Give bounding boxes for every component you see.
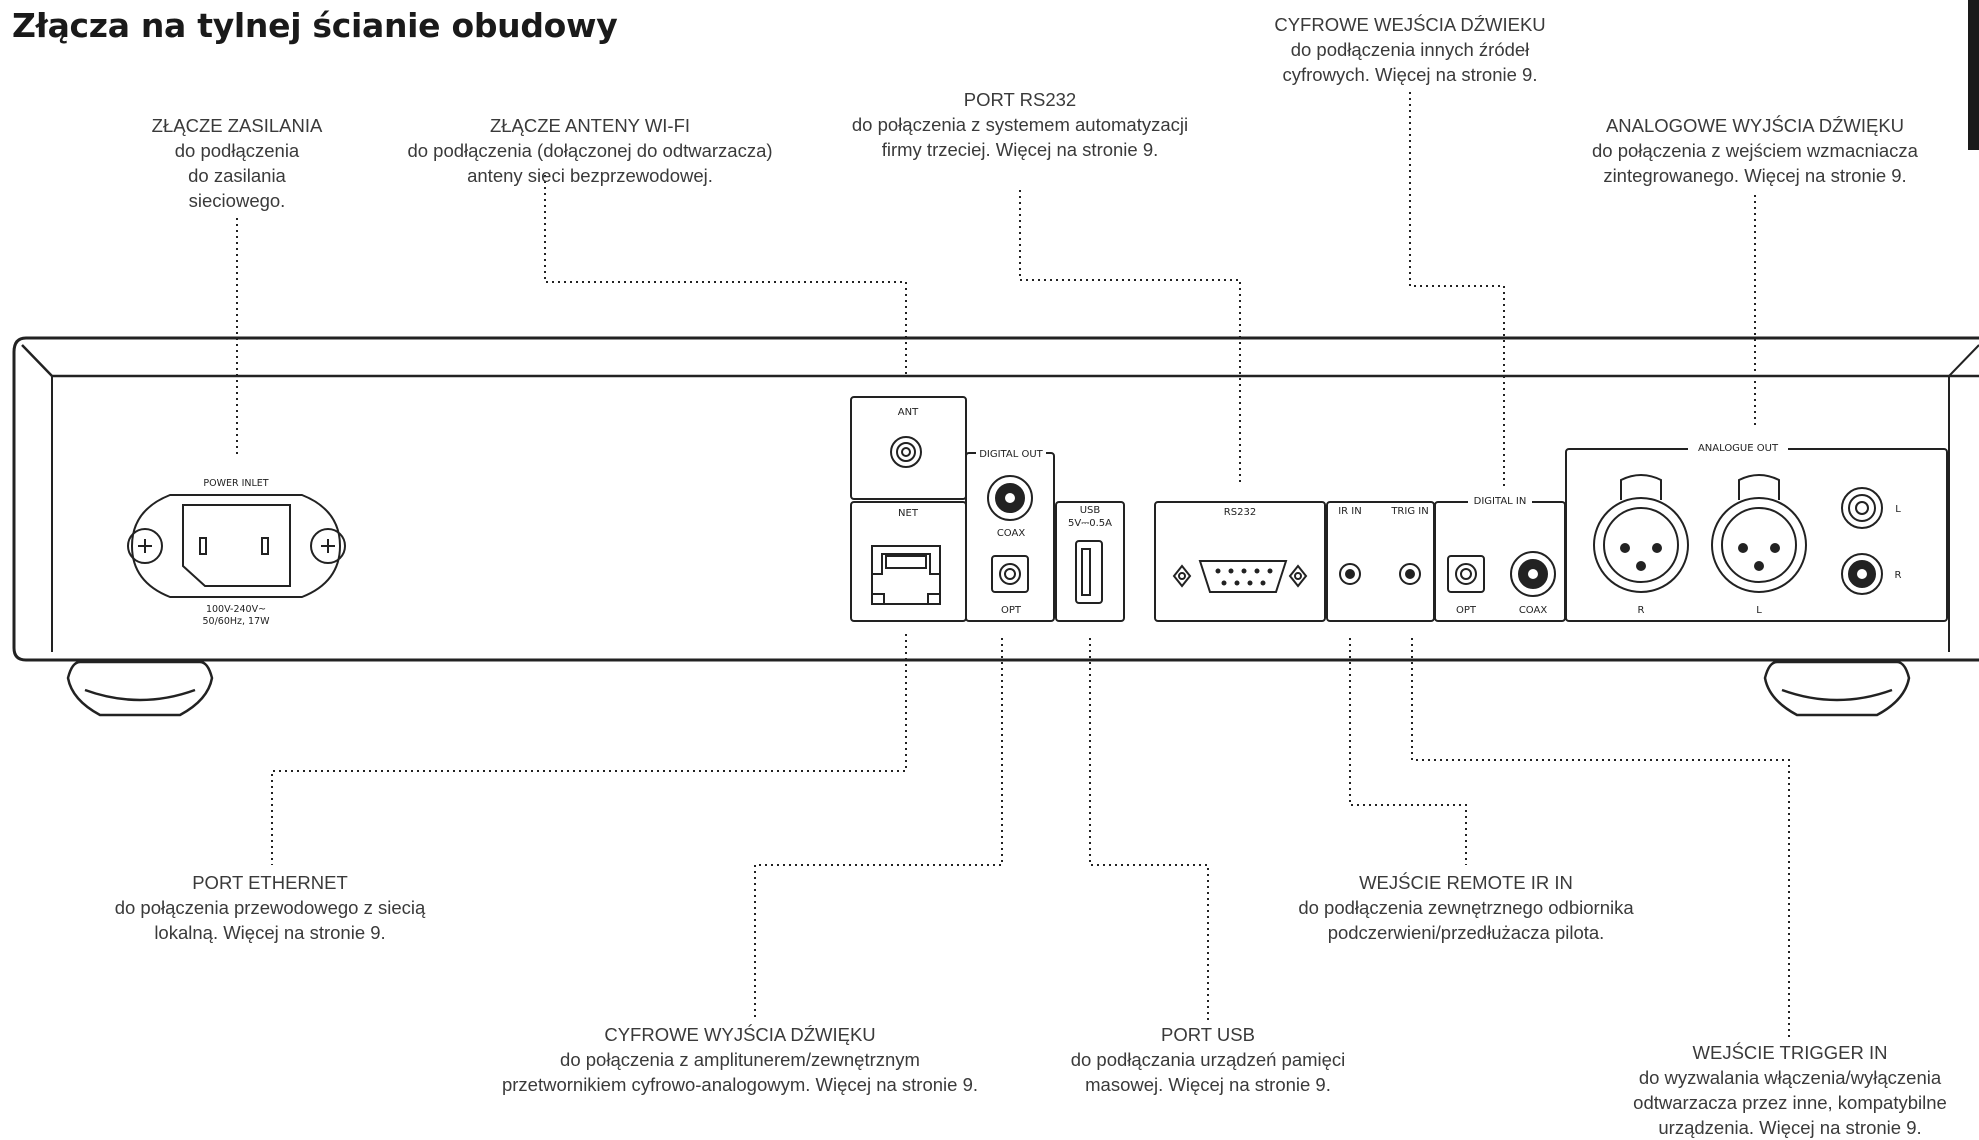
analogue-out-connectors: ANALOGUE OUT R L L R [1565, 440, 1948, 622]
callout-digital-out-head: CYFROWE WYJŚCIA DŹWIĘKU [604, 1024, 876, 1045]
side-tab [1968, 0, 1979, 150]
callout-usb-body: do podłączania urządzeń pamięci masowej.… [1070, 1049, 1346, 1095]
leader-lines [236, 92, 1790, 1040]
callout-ir-in-head: WEJŚCIE REMOTE IR IN [1359, 872, 1573, 893]
callout-ethernet-head: PORT ETHERNET [192, 872, 348, 893]
digital-in-connectors: DIGITAL IN OPT COAX [1434, 493, 1566, 622]
svg-text:5V⎓0.5A: 5V⎓0.5A [1068, 518, 1112, 529]
leader-usb [1089, 638, 1209, 1020]
svg-text:R: R [1895, 570, 1902, 581]
leader-digital-out [754, 638, 1003, 1020]
svg-text:DIGITAL OUT: DIGITAL OUT [979, 449, 1043, 460]
svg-text:DIGITAL IN: DIGITAL IN [1474, 496, 1527, 507]
svg-text:USB: USB [1080, 505, 1101, 516]
callout-ir-in-body: do podłączenia zewnętrznego odbiornika p… [1298, 897, 1634, 943]
foot-right [1763, 660, 1911, 717]
ir-trigger-inputs: IR IN TRIG IN [1326, 501, 1435, 622]
leader-trigger [1411, 638, 1790, 1040]
callout-usb: PORT USB do podłączania urządzeń pamięci… [1048, 1022, 1368, 1097]
callout-ethernet-body: do połączenia przewodowego z siecią loka… [114, 897, 426, 943]
foot-left [66, 660, 214, 717]
callout-digital-in: CYFROWE WEJŚCIA DŹWIEKU do podłączenia i… [1240, 12, 1580, 87]
callout-antenna: ZŁĄCZE ANTENY WI-FI do podłączenia (dołą… [380, 113, 800, 188]
svg-text:ANALOGUE OUT: ANALOGUE OUT [1698, 443, 1779, 454]
callout-antenna-body: do podłączenia (dołączonej do odtwarzacz… [407, 140, 773, 186]
leader-ethernet [271, 634, 907, 865]
svg-text:NET: NET [898, 508, 919, 519]
power-inlet: POWER INLET 100V-240V~ 50/60Hz, 17W [127, 478, 346, 627]
svg-text:TRIG IN: TRIG IN [1390, 506, 1428, 517]
callout-power: ZŁĄCZE ZASILANIA do podłączenia do zasil… [87, 113, 387, 213]
callout-digital-out-body: do połączenia z amplitunerem/zewnętrznym… [501, 1049, 979, 1095]
callout-rs232-body: do połączenia z systemem automatyzacji f… [851, 114, 1189, 160]
svg-text:OPT: OPT [1001, 605, 1022, 616]
callout-rs232: PORT RS232 do połączenia z systemem auto… [820, 87, 1220, 162]
usb-port: USB 5V⎓0.5A [1055, 501, 1125, 622]
power-rating-2: 50/60Hz, 17W [202, 616, 270, 627]
svg-text:ANT: ANT [898, 407, 919, 418]
svg-text:OPT: OPT [1456, 605, 1477, 616]
callout-antenna-head: ZŁĄCZE ANTENY WI-FI [489, 115, 691, 136]
callout-digital-in-head: CYFROWE WEJŚCIA DŹWIEKU [1274, 14, 1546, 35]
ethernet-port: NET [850, 501, 967, 622]
svg-text:IR IN: IR IN [1338, 506, 1362, 517]
callout-power-body: do podłączenia do zasilania sieciowego. [174, 140, 300, 211]
page-title: Złącza na tylnej ścianie obudowy [12, 6, 618, 45]
callout-ethernet: PORT ETHERNET do połączenia przewodowego… [70, 870, 470, 945]
callout-trigger-body: do wyzwalania włączenia/wyłączenia odtwa… [1633, 1067, 1947, 1138]
callout-ir-in: WEJŚCIE REMOTE IR IN do podłączenia zewn… [1260, 870, 1672, 945]
callout-usb-head: PORT USB [1161, 1024, 1255, 1045]
svg-text:RS232: RS232 [1224, 507, 1256, 518]
svg-text:COAX: COAX [1519, 605, 1548, 616]
power-rating-1: 100V-240V~ [206, 604, 266, 615]
leader-rs232 [1019, 190, 1241, 482]
callout-digital-in-body: do podłączenia innych źródeł cyfrowych. … [1282, 39, 1538, 85]
callout-analogue-out: ANALOGOWE WYJŚCIA DŹWIĘKU do połączenia … [1560, 113, 1950, 188]
svg-text:L: L [1895, 504, 1901, 515]
callout-digital-out: CYFROWE WYJŚCIA DŹWIĘKU do połączenia z … [460, 1022, 1020, 1097]
callout-rs232-head: PORT RS232 [963, 89, 1077, 110]
antenna-connector: ANT [850, 396, 967, 500]
callout-analogue-out-head: ANALOGOWE WYJŚCIA DŹWIĘKU [1605, 115, 1905, 136]
leader-ir [1349, 638, 1467, 865]
rs232-port: RS232 [1154, 501, 1326, 622]
svg-text:R: R [1638, 605, 1645, 616]
callout-trigger-head: WEJŚCIE TRIGGER IN [1692, 1042, 1888, 1063]
callout-analogue-out-body: do połączenia z wejściem wzmacniacza zin… [1592, 140, 1918, 186]
leader-digital-in [1409, 92, 1505, 486]
chassis [12, 336, 1979, 662]
callout-trigger: WEJŚCIE TRIGGER IN do wyzwalania włączen… [1620, 1040, 1960, 1140]
digital-out-connectors: DIGITAL OUT COAX OPT [965, 446, 1055, 622]
callout-power-head: ZŁĄCZE ZASILANIA [151, 115, 323, 136]
leader-antenna [544, 175, 907, 378]
svg-text:COAX: COAX [997, 528, 1026, 539]
svg-text:L: L [1756, 605, 1762, 616]
power-inlet-label: POWER INLET [203, 478, 268, 489]
